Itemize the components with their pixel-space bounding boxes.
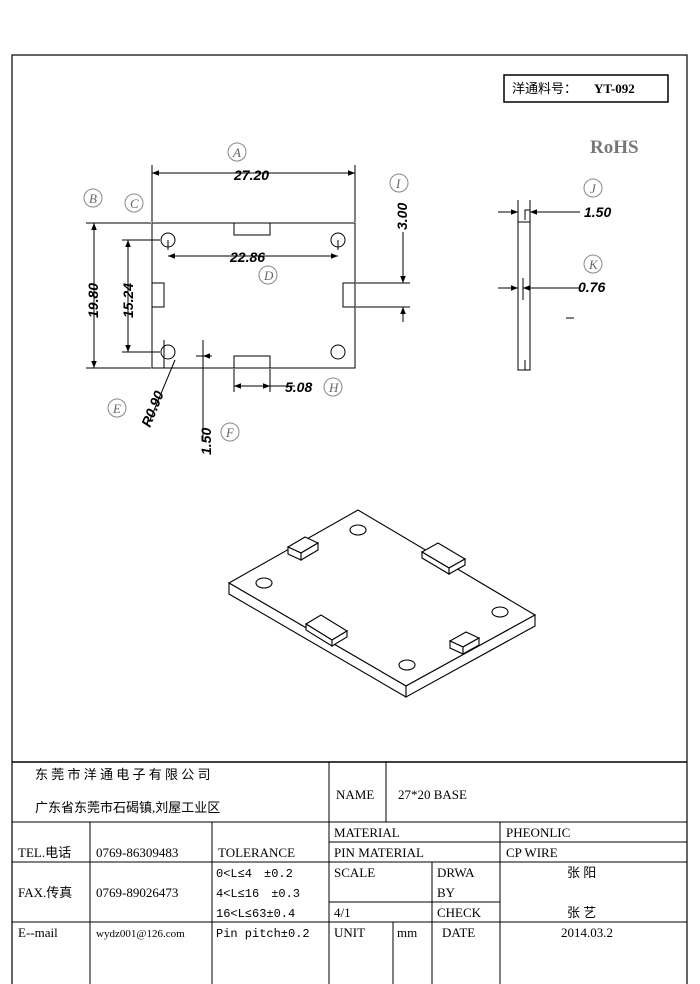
svg-text:D: D bbox=[263, 268, 274, 283]
iso-hole-1 bbox=[349, 524, 367, 536]
material-label: MATERIAL bbox=[334, 825, 400, 840]
svg-text:A: A bbox=[232, 145, 241, 160]
top-view bbox=[86, 165, 410, 440]
callout-H: H bbox=[323, 377, 343, 397]
name-value: 27*20 BASE bbox=[398, 787, 467, 802]
email-value: wydz001@126.com bbox=[96, 928, 185, 940]
tab-right bbox=[342, 282, 356, 308]
tolerance-label: TOLERANCE bbox=[218, 845, 295, 860]
material-value: PHEONLIC bbox=[506, 825, 570, 840]
svg-text:I: I bbox=[395, 176, 401, 191]
drawn-label-1: DRWA bbox=[437, 865, 475, 880]
callout-C: C bbox=[124, 193, 144, 213]
svg-text:J: J bbox=[590, 181, 597, 196]
dim-tab-width: 5.08 bbox=[285, 379, 312, 395]
fax-label: FAX.传真 bbox=[18, 885, 72, 900]
tab-bottom bbox=[233, 355, 271, 369]
iso-hole-2 bbox=[255, 577, 273, 589]
dim-tab-depth: 3.00 bbox=[394, 203, 410, 230]
check-value: 张 艺 bbox=[567, 905, 596, 920]
rohs-mark: RoHS bbox=[590, 137, 639, 158]
iso-top-face bbox=[227, 509, 537, 687]
iso-tab-4 bbox=[448, 631, 481, 655]
date-label: DATE bbox=[442, 925, 475, 940]
dim-thickness: 1.50 bbox=[584, 204, 611, 220]
callout-D: D bbox=[258, 265, 278, 285]
part-number-label: 洋通料号： bbox=[512, 81, 577, 96]
tolerance-row-1: 0<L≤4 ±0.2 bbox=[216, 867, 293, 881]
base-outline bbox=[151, 222, 356, 369]
email-label: E--mail bbox=[18, 925, 58, 940]
tel-value: 0769-86309483 bbox=[96, 845, 178, 860]
svg-text:E: E bbox=[112, 401, 121, 416]
fax-value: 0769-89026473 bbox=[96, 885, 178, 900]
svg-text:H: H bbox=[328, 380, 339, 395]
dim-pin-radius: R0.90 bbox=[138, 388, 167, 429]
callout-J: J bbox=[583, 178, 603, 198]
tel-label: TEL.电话 bbox=[18, 845, 71, 860]
unit-value: mm bbox=[397, 925, 417, 940]
pin-hole-bottom-left bbox=[160, 344, 176, 360]
svg-text:B: B bbox=[89, 191, 97, 206]
dim-pin-vspan: 15.24 bbox=[120, 283, 136, 318]
svg-text:K: K bbox=[588, 257, 599, 272]
callout-B: B bbox=[83, 188, 103, 208]
iso-hole-4 bbox=[398, 659, 416, 671]
pin-material-label: PIN MATERIAL bbox=[334, 845, 424, 860]
callout-I: I bbox=[389, 173, 409, 193]
dim-height: 19.80 bbox=[85, 283, 101, 318]
dim-pin-offset: 1.50 bbox=[198, 428, 214, 455]
iso-tab-1 bbox=[286, 536, 320, 561]
title-block-text: 东 莞 市 洋 通 电 子 有 限 公 司 广东省东莞市石碣镇,刘屋工业区 NA… bbox=[18, 767, 613, 941]
svg-text:F: F bbox=[225, 425, 235, 440]
check-label: CHECK bbox=[437, 905, 482, 920]
callout-A: A bbox=[227, 142, 247, 162]
scale-value: 4/1 bbox=[334, 905, 351, 920]
tolerance-row-2: 4<L≤16 ±0.3 bbox=[216, 887, 300, 901]
pin-material-value: CP WIRE bbox=[506, 845, 558, 860]
dim-step: 0.76 bbox=[578, 279, 605, 295]
iso-tab-2 bbox=[420, 542, 467, 575]
drawn-value: 张 阳 bbox=[567, 865, 596, 880]
part-number-value: YT-092 bbox=[594, 81, 635, 96]
isometric-view bbox=[227, 509, 537, 698]
iso-right-face bbox=[405, 614, 536, 698]
tab-top bbox=[233, 222, 271, 236]
iso-tab-3 bbox=[304, 614, 349, 647]
date-value: 2014.03.2 bbox=[561, 925, 613, 940]
company-address: 广东省东莞市石碣镇,刘屋工业区 bbox=[35, 800, 220, 815]
drawn-label-2: BY bbox=[437, 885, 456, 900]
title-block bbox=[12, 761, 687, 984]
drawing-border bbox=[11, 54, 688, 984]
name-label: NAME bbox=[336, 787, 374, 802]
unit-label: UNIT bbox=[334, 925, 365, 940]
callout-E: E bbox=[107, 398, 127, 418]
scale-label: SCALE bbox=[334, 865, 375, 880]
tolerance-row-3: 16<L≤63±0.4 bbox=[216, 907, 295, 921]
company-name: 东 莞 市 洋 通 电 子 有 限 公 司 bbox=[35, 767, 211, 782]
dim-pin-span: 22.86 bbox=[229, 249, 265, 265]
tolerance-row-4: Pin pitch±0.2 bbox=[216, 927, 310, 941]
svg-text:C: C bbox=[130, 196, 139, 211]
part-number-box bbox=[503, 74, 669, 103]
iso-hole-3 bbox=[491, 606, 509, 618]
callout-F: F bbox=[220, 422, 240, 442]
side-view bbox=[498, 200, 580, 371]
pin-hole-bottom-right bbox=[330, 344, 346, 360]
callout-K: K bbox=[583, 254, 603, 274]
dim-width: 27.20 bbox=[233, 167, 269, 183]
tab-left bbox=[151, 282, 165, 308]
